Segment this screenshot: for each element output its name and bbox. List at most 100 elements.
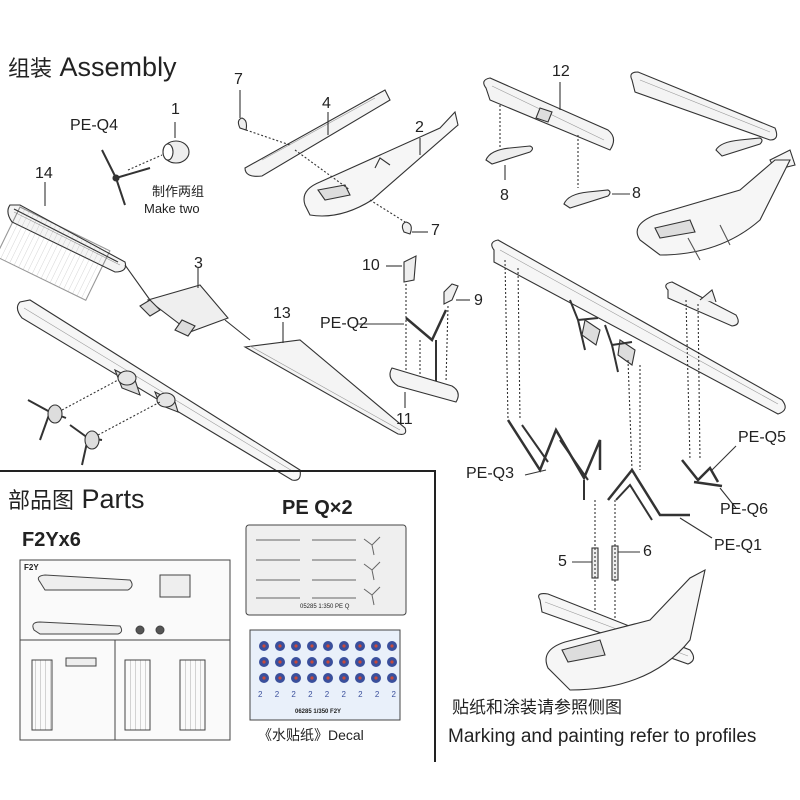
decal-roundel-center	[278, 676, 282, 680]
label-peq2: PE-Q2	[320, 315, 369, 332]
decal-number: 2	[341, 690, 346, 699]
parts-heading: 部品图 Parts	[8, 486, 145, 513]
decal-roundel-center	[342, 660, 346, 664]
label-peq3: PE-Q3	[466, 465, 515, 482]
decal-roundel-center	[374, 676, 378, 680]
label-10: 10	[362, 257, 380, 274]
part-9	[443, 283, 459, 305]
decal-roundel-center	[310, 660, 314, 664]
parts-heading-en: Parts	[81, 484, 145, 514]
label-5: 5	[558, 553, 567, 570]
wing-part-13	[243, 339, 407, 435]
float-part-8-left	[485, 145, 534, 165]
decal-roundel-center	[342, 676, 346, 680]
decal-roundel-center	[326, 660, 330, 664]
decal-roundel-center	[294, 644, 298, 648]
hull-with-lower-wing-assembly	[538, 568, 706, 691]
parts-heading-cn: 部品图	[8, 489, 75, 514]
decal-number: 2	[308, 690, 313, 699]
decal-number: 2	[358, 690, 363, 699]
decal-roundel-center	[326, 676, 330, 680]
part-6	[611, 545, 619, 581]
decal-roundel-center	[262, 676, 266, 680]
decal-roundel-center	[278, 660, 282, 664]
decal-roundel-center	[358, 644, 362, 648]
label-13: 13	[273, 305, 291, 322]
hull-half-part-4	[244, 89, 391, 177]
label-9: 9	[474, 292, 483, 309]
label-7-bottom: 7	[431, 222, 440, 239]
label-6: 6	[643, 543, 652, 560]
decal-roundel-center	[390, 644, 394, 648]
float-strut-part-7-top	[237, 117, 248, 131]
tail-plane-assembly	[665, 281, 739, 327]
part-10	[403, 255, 417, 283]
right-upper-wing-assembly	[491, 239, 786, 415]
decal-number: 2	[258, 690, 263, 699]
part-11-tail	[389, 367, 459, 403]
decal-caption: 《水贴纸》Decal	[258, 728, 364, 743]
sprue-frame	[19, 559, 231, 741]
hull-part-2	[303, 110, 459, 217]
decal-number-row: 2 2 2 2 2 2 2 2 2	[258, 690, 396, 699]
propeller-peq4	[101, 149, 151, 206]
decal-number: 2	[324, 690, 330, 699]
decal-roundel-center	[374, 644, 378, 648]
label-8-left: 8	[500, 187, 509, 204]
marking-note-cn: 贴纸和涂装请参照侧图	[452, 698, 622, 718]
pe-q5-struts	[681, 459, 720, 483]
label-12: 12	[552, 63, 570, 80]
decal-number: 2	[291, 690, 296, 699]
assembly-heading-cn: 组装	[8, 57, 53, 82]
assembly-heading: 组装 Assembly	[8, 54, 177, 81]
sprue-title: F2Yx6	[22, 529, 81, 551]
decal-roundel-center	[326, 644, 330, 648]
sprue-tag: F2Y	[24, 563, 39, 572]
decal-number: 2	[374, 690, 380, 699]
hub-part-1	[162, 140, 190, 164]
label-4: 4	[322, 95, 331, 112]
label-peq4: PE-Q4	[70, 117, 119, 134]
pe-q6-struts	[693, 480, 723, 488]
propeller-lower-left	[27, 399, 67, 441]
make-two-en: Make two	[144, 201, 200, 216]
decal-roundel-center	[262, 644, 266, 648]
pe-sheet	[245, 524, 407, 616]
decal-roundel-center	[390, 676, 394, 680]
parts-panel	[0, 470, 436, 762]
decal-roundel-center	[294, 660, 298, 664]
decal-roundel-center	[278, 644, 282, 648]
decal-code: 06285 1/350 F2Y	[295, 709, 342, 715]
decal-roundels	[259, 641, 397, 683]
lower-wing-assembly	[16, 299, 301, 481]
decal-roundel-center	[310, 676, 314, 680]
pe-q3-struts	[506, 419, 602, 500]
label-1: 1	[171, 101, 180, 118]
label-14: 14	[35, 165, 53, 182]
decal-roundel-center	[358, 660, 362, 664]
label-peq1: PE-Q1	[714, 537, 763, 554]
upper-wing-part-12	[483, 77, 615, 151]
decal-roundel-center	[374, 660, 378, 664]
decal-roundel-center	[262, 660, 266, 664]
pe-sheet-code: 05285 1:350 PE Q	[300, 604, 350, 610]
label-peq5: PE-Q5	[738, 429, 787, 446]
decal-roundel-center	[342, 644, 346, 648]
float-strut-part-7-bottom	[401, 221, 412, 235]
label-7-top: 7	[234, 71, 243, 88]
label-8-right: 8	[632, 185, 641, 202]
center-section-part-3	[139, 284, 229, 337]
assembly-heading-en: Assembly	[59, 52, 177, 82]
decal-caption-en: Decal	[328, 727, 364, 743]
upper-wing-part-14	[0, 204, 127, 302]
decal-number: 2	[274, 690, 280, 699]
pe-sheet-title: PE Q×2	[282, 497, 353, 519]
label-3: 3	[194, 255, 203, 272]
marking-note-en: Marking and painting refer to profiles	[448, 726, 757, 747]
decal-roundel-center	[358, 676, 362, 680]
make-two-cn: 制作两组	[152, 185, 205, 200]
decal-number: 2	[391, 690, 396, 699]
decal-caption-cn: 《水贴纸》	[258, 728, 328, 744]
